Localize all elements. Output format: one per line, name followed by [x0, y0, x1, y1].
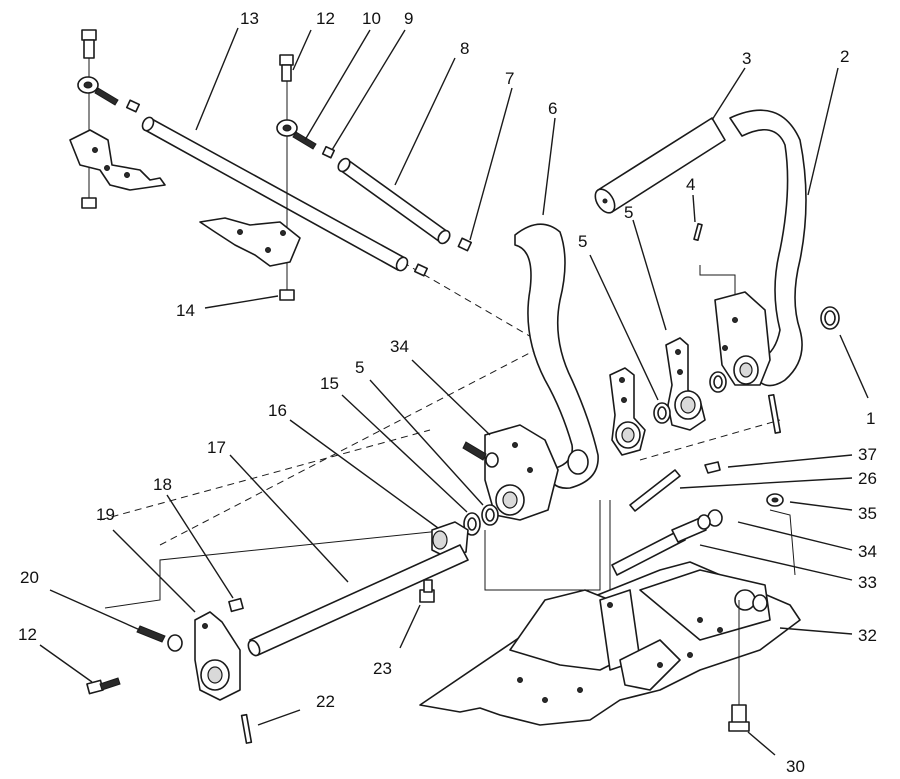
callout-6: 5	[624, 203, 633, 222]
callout-11: 10	[362, 9, 381, 28]
callout-35: 35	[858, 504, 877, 523]
callout-4: 4	[686, 175, 695, 194]
jam-nut	[125, 99, 141, 113]
pedal-7	[514, 223, 599, 489]
adjustment-rod	[611, 469, 784, 576]
callout-22: 22	[316, 692, 335, 711]
pin-22	[240, 713, 253, 744]
pedal-arm-left	[514, 223, 599, 489]
left-bracket-assembly	[69, 29, 166, 209]
rod-nut	[413, 263, 429, 277]
callout-12-bottom: 12	[18, 625, 37, 644]
callout-20: 20	[20, 568, 39, 587]
roll-pin	[767, 393, 782, 434]
pin-26	[629, 469, 681, 512]
bolt-shank	[83, 39, 95, 59]
callout-8: 7	[505, 69, 514, 88]
tube	[339, 159, 449, 243]
leader-lines	[39, 27, 869, 756]
rod-33	[611, 529, 686, 576]
nut-18	[228, 597, 244, 613]
base-plate	[419, 561, 801, 732]
pedal-tube	[597, 117, 726, 213]
lower-arm-assembly	[86, 597, 253, 744]
callout-1: 1	[866, 409, 875, 428]
bottom-nut	[279, 289, 295, 301]
cotter-pin	[693, 222, 703, 242]
callout-30: 30	[786, 757, 805, 776]
callout-labels: 13 12 10 9 8 7 6 3 2 4 5 5 1 14 34 5 15 …	[18, 9, 877, 776]
callout-7: 6	[548, 99, 557, 118]
callout-2: 2	[840, 47, 849, 66]
callout-23: 23	[373, 659, 392, 678]
callout-5-top: 5	[578, 232, 587, 251]
bolt-head	[81, 29, 97, 41]
callout-33: 33	[858, 573, 877, 592]
pivot-arms	[609, 337, 727, 474]
callout-15: 15	[320, 374, 339, 393]
bolt-head	[279, 54, 294, 66]
cross-rod	[141, 116, 429, 277]
callout-18: 18	[153, 475, 172, 494]
callout-12-top: 12	[316, 9, 335, 28]
callout-17: 17	[207, 438, 226, 457]
callout-26: 26	[858, 469, 877, 488]
callout-32: 32	[858, 626, 877, 645]
callout-5-mid: 5	[355, 358, 364, 377]
pivot-bracket-assembly	[431, 424, 559, 559]
callout-14: 14	[176, 301, 195, 320]
pedal-arm	[729, 109, 807, 387]
callout-10: 9	[404, 9, 413, 28]
mount-bracket	[69, 129, 166, 191]
bolt-34	[462, 441, 487, 461]
callout-34-top: 34	[390, 337, 409, 356]
clip-37	[704, 461, 721, 474]
screw-20	[136, 625, 166, 643]
callout-9: 8	[460, 39, 469, 58]
pedal-assembly-right	[594, 109, 840, 434]
mid-bracket	[199, 217, 301, 267]
callout-34-right: 34	[858, 542, 877, 561]
callout-13: 13	[240, 9, 259, 28]
rod-end-thread	[94, 87, 119, 106]
callout-16: 16	[268, 401, 287, 420]
callout-3: 3	[742, 49, 751, 68]
linkage-rod-assembly	[199, 54, 473, 301]
shaft-17	[247, 544, 469, 657]
bracket-nut	[81, 197, 97, 209]
callout-19: 19	[96, 505, 115, 524]
callout-37: 37	[858, 445, 877, 464]
